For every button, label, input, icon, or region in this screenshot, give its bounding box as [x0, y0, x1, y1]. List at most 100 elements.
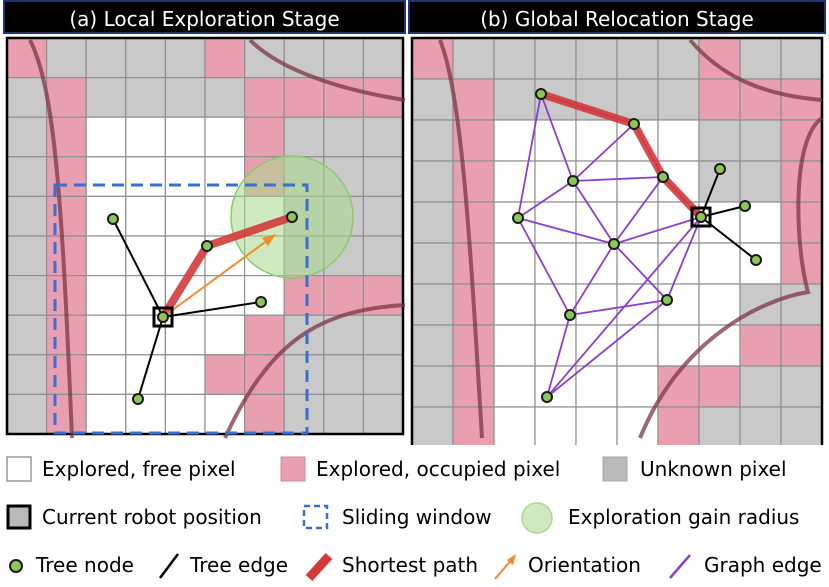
graph-edge — [572, 180, 615, 245]
grid-cell — [739, 119, 782, 162]
grid-cell — [411, 78, 454, 121]
grid-cell — [283, 116, 325, 158]
legend-row-1: Explored, free pixel Explored, occupied … — [0, 452, 829, 488]
grid-cell — [739, 160, 782, 203]
grid-cell — [411, 160, 454, 203]
robot-position — [152, 306, 174, 328]
grid-cell — [45, 156, 87, 198]
grid-cell — [204, 37, 246, 79]
grid-cell — [616, 160, 659, 203]
grid-cell — [493, 365, 536, 408]
grid-cell — [323, 354, 364, 395]
panel-b-title: (b) Global Relocation Stage — [408, 0, 826, 34]
wall-curve — [28, 39, 74, 439]
grid-cell — [283, 393, 325, 435]
grid-cell — [85, 76, 127, 118]
grid-cell — [616, 37, 659, 80]
grid-cell — [125, 156, 167, 198]
grid-cell — [204, 76, 246, 118]
grid-cell — [323, 116, 364, 158]
legend-tree-node-label: Tree node — [36, 553, 134, 577]
grid-cell — [204, 116, 246, 158]
robot-position — [690, 206, 712, 228]
tree-edge-icon — [159, 553, 179, 579]
tree-node — [608, 238, 620, 250]
legend-row-2: Current robot position Sliding window Ex… — [0, 500, 829, 536]
legend-graph-edge-label: Graph edge — [704, 553, 822, 577]
grid-cell — [452, 201, 495, 244]
grid-cell — [244, 275, 285, 316]
grid-cell — [45, 354, 87, 395]
grid-cell — [6, 354, 48, 395]
grid-cell — [164, 354, 206, 395]
grid-cell — [85, 116, 127, 158]
grid-cell — [85, 393, 127, 435]
grid-cell — [452, 78, 495, 121]
grid-cell — [125, 314, 167, 356]
grid-cell — [780, 283, 823, 326]
wall-curve — [438, 39, 484, 439]
grid-cell — [283, 76, 325, 118]
grid-cell — [411, 201, 454, 244]
grid-cell — [323, 37, 364, 79]
tree-node — [564, 309, 576, 321]
diagram-panels — [5, 36, 824, 445]
tree-node — [286, 211, 298, 223]
grid-cell — [164, 156, 206, 198]
grid-cell — [362, 354, 404, 395]
graph-edge — [517, 180, 574, 219]
legend-tree-edge-label: Tree edge — [190, 553, 289, 577]
graph-edge — [572, 176, 664, 182]
graph-edge — [546, 216, 702, 398]
graph-edge — [572, 123, 635, 182]
grid-cell — [85, 37, 127, 79]
grid-cell — [452, 160, 495, 203]
grid-cell — [362, 37, 404, 79]
grid-cell — [493, 160, 536, 203]
grid-cell — [657, 406, 700, 445]
tree-node — [535, 88, 547, 100]
graph-edge — [517, 217, 571, 316]
tree-node — [661, 294, 673, 306]
grid-cell — [534, 119, 577, 162]
grid-cell — [698, 365, 741, 408]
grid-cell — [244, 37, 285, 79]
grid-cell — [739, 406, 782, 445]
grid-cell — [780, 365, 823, 408]
grid-cell — [411, 324, 454, 367]
legend-orientation-label: Orientation — [528, 553, 641, 577]
grid-cell — [6, 76, 48, 118]
tree-edge — [700, 205, 746, 218]
legend-occupied-label: Explored, occupied pixel — [316, 457, 561, 481]
sliding-window-icon — [302, 504, 329, 530]
tree-edge — [112, 218, 164, 318]
orientation-arrow — [162, 239, 269, 318]
grid-cell — [698, 283, 741, 326]
grid-cell — [452, 37, 495, 80]
panel-b-global-relocation — [410, 36, 824, 445]
grid-cell — [534, 37, 577, 80]
grid-cell — [698, 242, 741, 285]
grid-cell — [125, 76, 167, 118]
wall-curve — [638, 116, 824, 439]
legend-shortest-label: Shortest path — [342, 553, 479, 577]
robot-position-icon — [6, 504, 32, 530]
legend-gain-label: Exploration gain radius — [568, 505, 800, 529]
grid-cell — [125, 393, 167, 435]
grid-cell — [411, 406, 454, 445]
grid-cell — [283, 275, 325, 316]
grid-cell — [493, 283, 536, 326]
grid-cell — [493, 78, 536, 121]
grid-cell — [362, 314, 404, 356]
grid-cell — [125, 116, 167, 158]
tree-node — [157, 311, 169, 323]
grid-cell — [452, 242, 495, 285]
grid-cell — [6, 393, 48, 435]
grid-cell — [6, 314, 48, 356]
tree-node — [132, 393, 144, 405]
graph-edge — [613, 176, 664, 245]
grid-cell — [493, 324, 536, 367]
grid-cell — [698, 78, 741, 121]
grid-cell — [204, 354, 246, 395]
tree-node — [255, 296, 267, 308]
